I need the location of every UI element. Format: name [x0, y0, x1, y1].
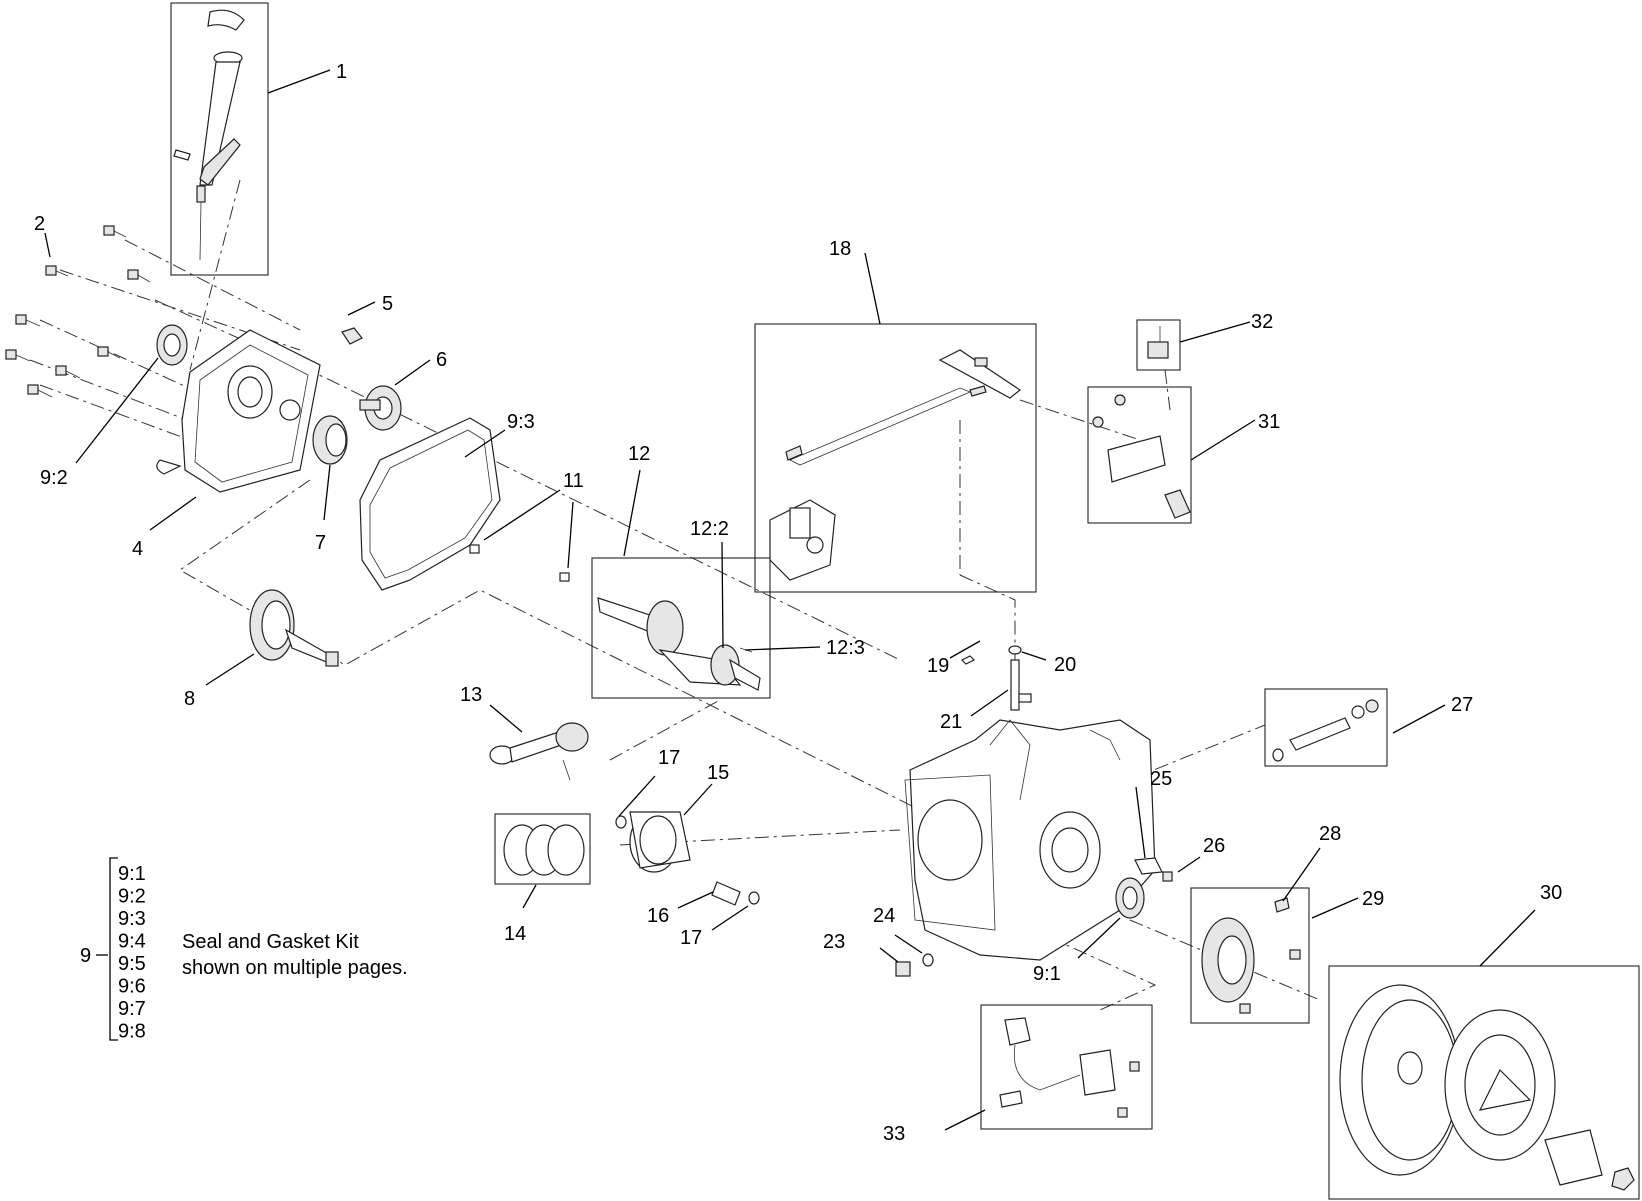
box-flywheel — [1328, 965, 1640, 1200]
box-dipstick — [170, 2, 269, 276]
callout-24: 24 — [873, 905, 895, 927]
bracket-25 — [1134, 857, 1173, 882]
callout-17-upper: 17 — [658, 747, 680, 769]
cylinder-block — [904, 719, 1156, 961]
callout-30: 30 — [1540, 882, 1562, 904]
callout-11: 11 — [563, 470, 584, 492]
flywheel-30 — [1339, 984, 1635, 1191]
callout-27: 27 — [1451, 694, 1473, 716]
kit-item: 9:7 — [118, 998, 146, 1020]
stator-29 — [1201, 917, 1301, 1014]
callout-31: 31 — [1258, 411, 1280, 433]
box-switch — [1136, 319, 1181, 371]
callout-17-lower: 17 — [680, 927, 702, 949]
piston-pin-16 — [615, 815, 760, 906]
leader-lines — [44, 69, 1536, 1131]
callout-9-1: 9:1 — [1033, 963, 1061, 985]
starter-shaft-27 — [1272, 699, 1379, 762]
dowel-pins-11 — [469, 544, 570, 582]
callout-7: 7 — [315, 532, 326, 554]
oil-seal-9-2 — [156, 324, 188, 366]
clip-28 — [1274, 897, 1290, 913]
camshaft-8 — [249, 589, 339, 667]
callout-8: 8 — [184, 688, 195, 710]
callout-15: 15 — [707, 762, 729, 784]
governor-part-5 — [341, 327, 363, 345]
callout-26: 26 — [1203, 835, 1225, 857]
box-stator — [1190, 887, 1310, 1024]
piston-15 — [629, 811, 691, 873]
dipstick-part — [173, 9, 245, 261]
drain-plug-23 — [895, 953, 934, 977]
callout-21: 21 — [940, 711, 962, 733]
governor-control-31 — [1092, 394, 1191, 519]
carburetor-assembly-18 — [769, 349, 1022, 581]
kit-note-line2: shown on multiple pages. — [182, 957, 408, 979]
kit-item: 9:2 — [118, 886, 146, 908]
kit-item: 9:1 — [118, 863, 146, 885]
box-piston-rings — [494, 813, 591, 885]
callout-labels: 1 2 5 6 9:2 9:3 4 7 11 12 12:2 12:3 8 13… — [34, 61, 1562, 1145]
kit-item: 9:5 — [118, 953, 146, 975]
crankcase-bolts — [5, 225, 151, 398]
callout-18: 18 — [829, 238, 851, 260]
callout-12-3: 12:3 — [826, 637, 865, 659]
callout-19: 19 — [927, 655, 949, 677]
callout-33: 33 — [883, 1123, 905, 1145]
callout-6: 6 — [436, 349, 447, 371]
callout-12-2: 12:2 — [690, 518, 729, 540]
seal-gasket-kit-legend: 9 9:19:29:39:49:59:69:79:8 Seal and Gask… — [80, 857, 408, 1043]
crankshaft-12 — [597, 597, 761, 691]
kit-item: 9:4 — [118, 931, 146, 953]
oil-seal-9-1 — [1115, 877, 1145, 919]
switch-32 — [1147, 326, 1169, 359]
kit-item: 9:8 — [118, 1021, 146, 1043]
callout-25: 25 — [1150, 768, 1172, 790]
gasket-9-3 — [359, 417, 501, 591]
governor-gear-6 — [359, 385, 402, 431]
callout-4: 4 — [132, 538, 143, 560]
callout-20: 20 — [1054, 654, 1076, 676]
piston-rings-14 — [503, 824, 585, 876]
callout-9-3: 9:3 — [507, 411, 535, 433]
kit-note-line1: Seal and Gasket Kit — [182, 931, 359, 953]
box-governor — [1087, 386, 1192, 524]
box-starter-shaft — [1264, 688, 1388, 767]
callout-23: 23 — [823, 931, 845, 953]
callout-9-2: 9:2 — [40, 467, 68, 489]
governor-shaft-parts — [960, 645, 1032, 711]
ignition-module-33 — [999, 1017, 1140, 1118]
kit-item: 9:3 — [118, 908, 146, 930]
callout-13: 13 — [460, 684, 482, 706]
group-boxes — [170, 2, 1640, 1200]
callout-2: 2 — [34, 213, 45, 235]
callout-28: 28 — [1319, 823, 1341, 845]
connecting-rod-13 — [489, 722, 589, 781]
box-crankshaft — [591, 557, 771, 699]
callout-29: 29 — [1362, 888, 1384, 910]
kit-items-list: 9:19:29:39:49:59:69:79:8 — [118, 863, 146, 1043]
kit-item: 9:6 — [118, 976, 146, 998]
callout-12: 12 — [628, 443, 650, 465]
bearing-7 — [312, 415, 348, 465]
callout-16: 16 — [647, 905, 669, 927]
callout-1: 1 — [336, 61, 347, 83]
callout-5: 5 — [382, 293, 393, 315]
box-carburetor — [754, 323, 1037, 593]
callout-14: 14 — [504, 923, 526, 945]
kit-number: 9 — [80, 945, 91, 967]
callout-32: 32 — [1251, 311, 1273, 333]
crankcase-cover — [156, 329, 321, 493]
box-ignition — [980, 1004, 1153, 1130]
